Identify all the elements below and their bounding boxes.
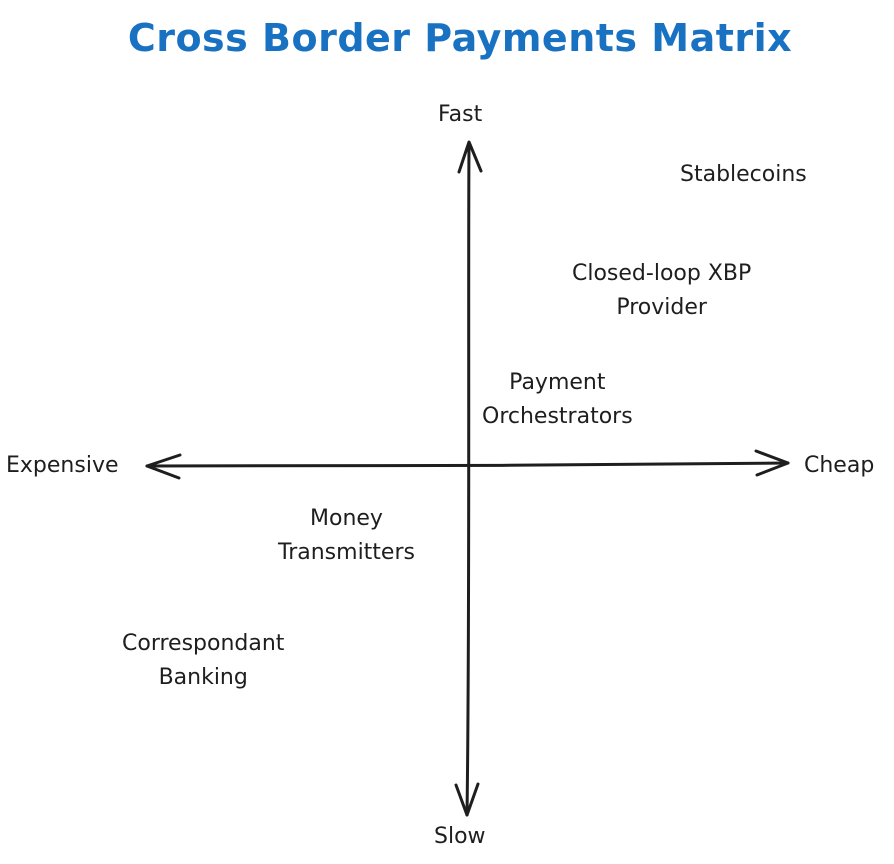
diagram-title: Cross Border Payments Matrix	[127, 16, 793, 60]
axis-label-cheap: Cheap	[804, 453, 875, 478]
right-arrowhead	[754, 449, 790, 477]
item-money-transmitters: Money Transmitters	[278, 506, 415, 565]
vertical-axis-line	[465, 141, 471, 817]
axis-label-slow: Slow	[434, 824, 486, 849]
up-arrowhead	[457, 140, 483, 174]
down-arrowhead	[454, 782, 480, 817]
item-correspondant-banking: Correspondant Banking	[122, 631, 285, 690]
axis-label-fast: Fast	[438, 102, 483, 127]
item-closed-loop-xbp-provider: Closed-loop XBP Provider	[572, 261, 752, 320]
left-arrowhead	[145, 453, 182, 480]
item-payment-orchestrators: Payment Orchestrators	[482, 370, 633, 429]
horizontal-axis-line	[145, 461, 790, 468]
axis-label-expensive: Expensive	[6, 453, 119, 478]
item-stablecoins: Stablecoins	[680, 162, 807, 187]
